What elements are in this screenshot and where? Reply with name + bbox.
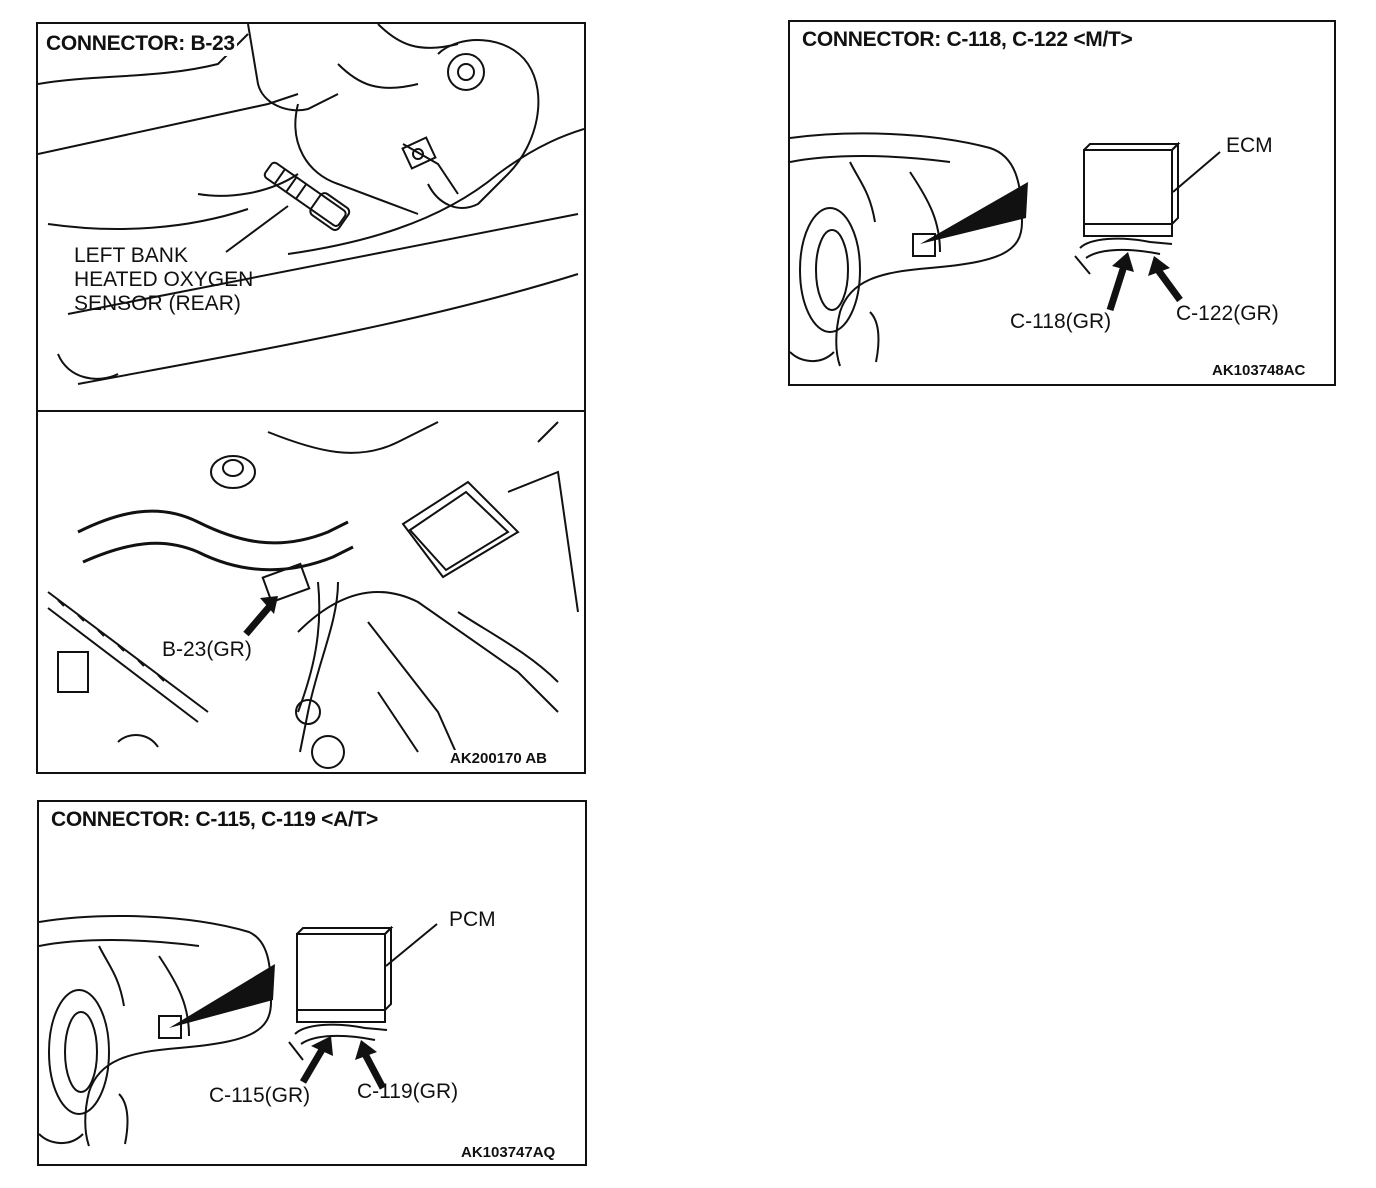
panel-title: CONNECTOR: B-23 (44, 32, 237, 56)
c118-connector-label: C-118(GR) (1010, 310, 1112, 333)
sensor-label-line-1: LEFT BANK (74, 244, 188, 267)
figure-id: AK103748AC (1210, 362, 1308, 379)
sensor-label-line-3: SENSOR (REAR) (74, 292, 241, 315)
panel-title: CONNECTOR: C-115, C-119 <A/T> (49, 808, 381, 832)
ecm-label: ECM (1226, 134, 1273, 157)
ecm-location-illustration (790, 132, 1221, 367)
figure-id: AK200170 AB (448, 750, 549, 767)
pcm-label: PCM (449, 908, 496, 931)
connector-b23-panel: CONNECTOR: B-23 LEFT BANK HEATED OXYGEN … (36, 22, 586, 774)
c122-connector-label: C-122(GR) (1176, 302, 1279, 325)
connector-mt-panel: CONNECTOR: C-118, C-122 <M/T> ECM C-118(… (788, 20, 1336, 386)
panel-title: CONNECTOR: C-118, C-122 <M/T> (800, 28, 1135, 52)
panel-divider (38, 410, 584, 412)
sensor-label: LEFT BANK HEATED OXYGEN SENSOR (REAR) (74, 244, 253, 316)
c115-connector-label: C-115(GR) (209, 1084, 311, 1107)
figure-id: AK103747AQ (459, 1144, 558, 1161)
engine-bay-illustration (47, 421, 579, 769)
heated-oxygen-sensor-illustration (38, 24, 584, 385)
pcm-location-illustration (39, 915, 438, 1147)
connector-at-panel: CONNECTOR: C-115, C-119 <A/T> PCM C-115(… (37, 800, 587, 1166)
c119-connector-label: C-119(GR) (357, 1080, 459, 1103)
sensor-label-line-2: HEATED OXYGEN (74, 268, 254, 291)
b23-connector-label: B-23(GR) (162, 638, 252, 661)
